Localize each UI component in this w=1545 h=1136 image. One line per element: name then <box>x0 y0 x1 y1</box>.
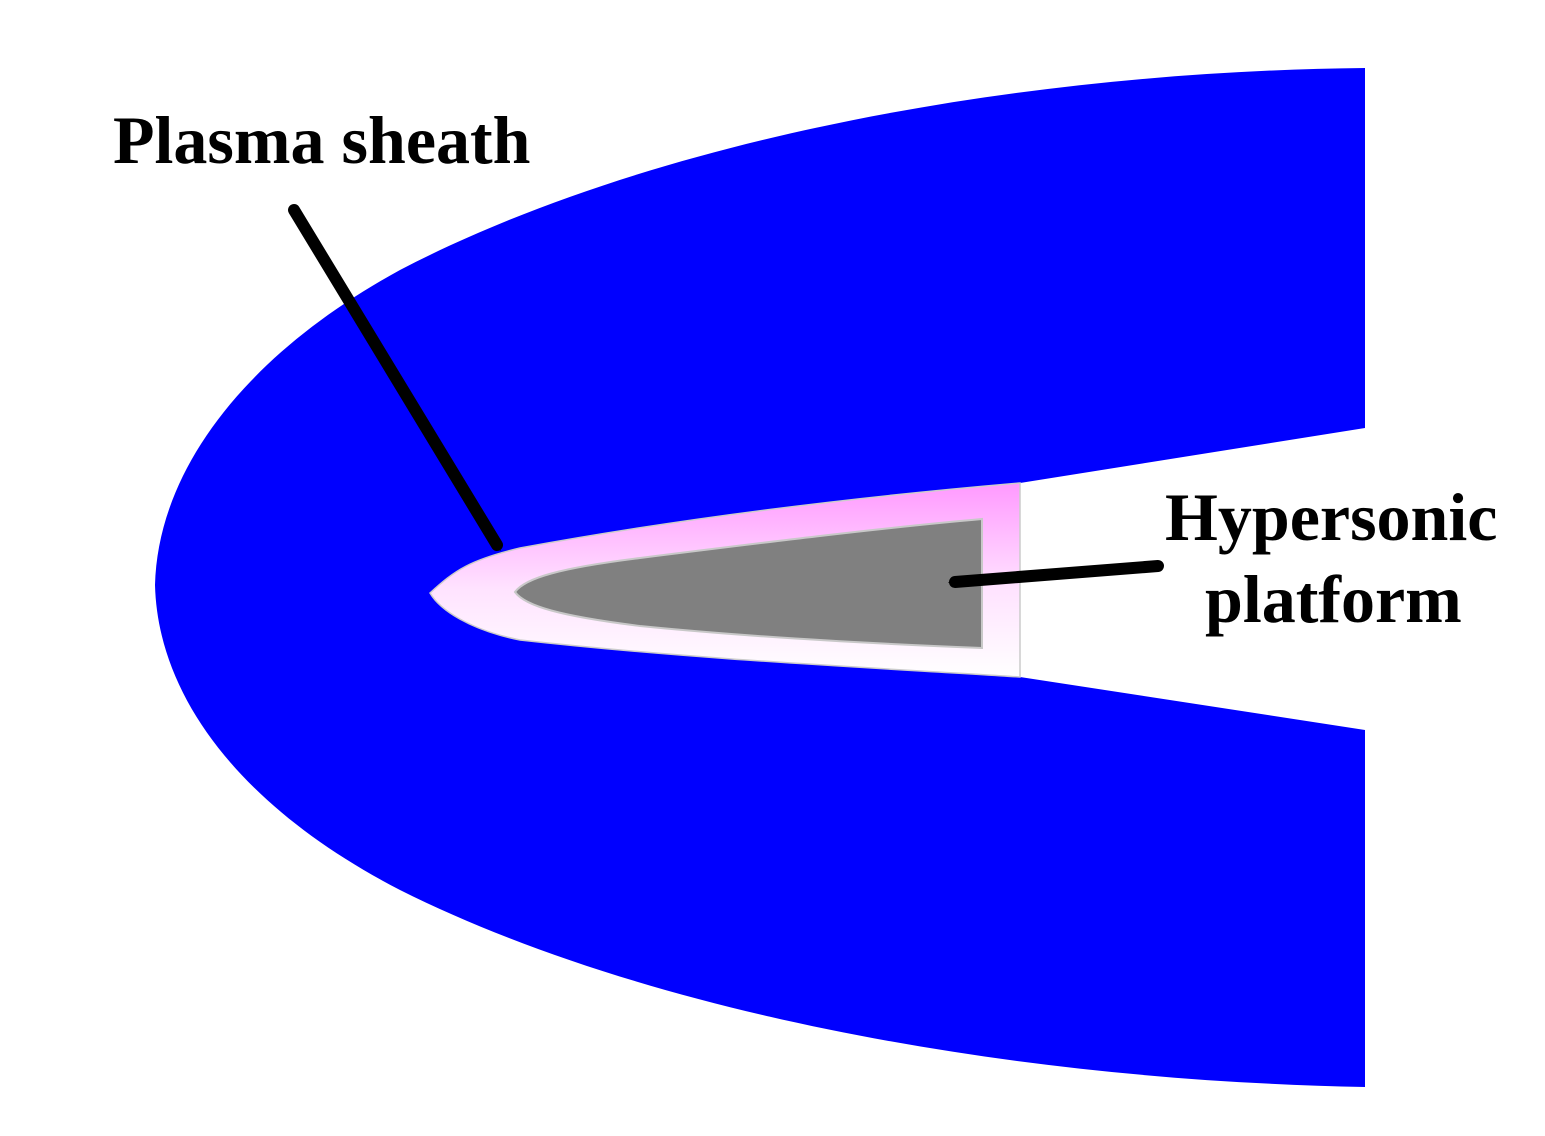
hypersonic-platform-label-line1: Hypersonic <box>1165 479 1497 555</box>
shock-layer-region <box>155 68 1365 1087</box>
hypersonic-platform-arrow <box>948 560 1164 588</box>
hypersonic-platform-label-line2: platform <box>1205 561 1462 637</box>
plasma-sheath-label: Plasma sheath <box>113 102 530 178</box>
plasma-sheath-arrow <box>288 204 503 551</box>
